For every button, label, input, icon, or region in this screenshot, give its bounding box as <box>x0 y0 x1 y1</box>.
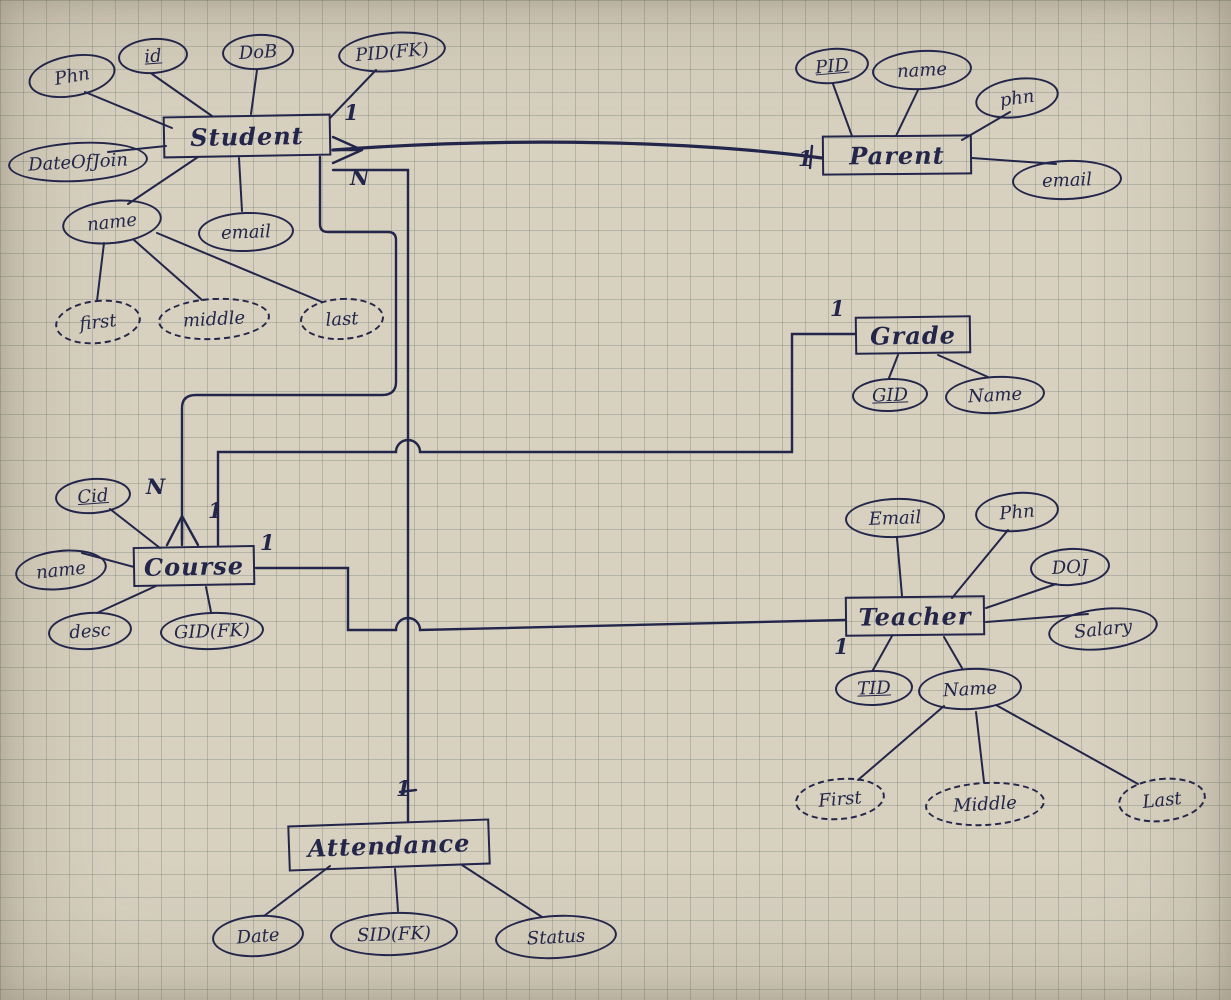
relation-student-attendance <box>331 168 410 824</box>
attribute-student-dateofjoin: DateOfJoin <box>7 138 149 186</box>
attribute-course-desc: desc <box>46 609 134 653</box>
attribute-teacher-middle: Middle <box>923 778 1047 830</box>
link-teacher-phn <box>951 529 1009 599</box>
attribute-attendance-status: Status <box>493 911 619 963</box>
link-attendance-status <box>461 864 543 918</box>
attribute-teacher-first: First <box>793 774 887 824</box>
crowfoot-student <box>331 135 364 165</box>
attribute-student-dob: DoB <box>221 32 295 72</box>
attribute-student-email: email <box>197 210 295 254</box>
link-grade-name <box>937 354 989 378</box>
cardinality-course-many: N <box>146 474 166 499</box>
link-teacher-name <box>943 636 963 669</box>
cardinality-course-grade-one: 1 <box>208 498 223 523</box>
relation-student-parent <box>331 140 824 160</box>
link-teacher-tid <box>872 635 893 671</box>
attribute-teacher-email: Email <box>844 496 946 540</box>
attribute-teacher-last: Last <box>1115 773 1209 827</box>
cardinality-student-many: N <box>350 165 370 190</box>
entity-parent: Parent <box>821 134 973 176</box>
cardinality-student-parent-one: 1 <box>344 100 359 125</box>
link-student-phn <box>84 91 173 129</box>
attribute-parent-email: email <box>1011 158 1123 202</box>
link-parent-name <box>895 89 919 137</box>
attribute-grade-gid: GID <box>851 376 929 414</box>
attribute-student-middle: middle <box>156 295 272 343</box>
attribute-student-name: name <box>59 194 165 250</box>
attribute-student-phn: Phn <box>25 47 119 105</box>
cardinality-teacher-one: 1 <box>834 634 849 659</box>
attribute-student-last: last <box>298 295 386 343</box>
attribute-student-first: first <box>52 295 144 349</box>
attribute-teacher-phn: Phn <box>973 488 1061 536</box>
link-tname-last <box>995 704 1139 785</box>
link-teacher-doj <box>985 583 1057 609</box>
link-student-id <box>151 73 213 117</box>
relation-grade-course <box>216 332 857 547</box>
link-course-cid <box>109 508 161 549</box>
cardinality-attendance-one: 1 <box>396 776 411 801</box>
relation-course-teacher <box>254 566 847 632</box>
attribute-student-pidfk: PID(FK) <box>336 27 448 77</box>
link-name-middle <box>133 239 203 301</box>
attribute-teacher-tid: TID <box>834 668 914 708</box>
cardinality-parent-one: 1 <box>798 146 813 171</box>
link-teacher-email <box>896 537 903 597</box>
attribute-teacher-name: Name <box>916 665 1024 713</box>
link-course-gidfk <box>205 586 212 613</box>
entity-attendance: Attendance <box>287 818 491 872</box>
link-tname-first <box>857 705 945 781</box>
attribute-teacher-salary: Salary <box>1046 602 1160 656</box>
entity-grade: Grade <box>854 315 972 355</box>
attribute-course-gidfk: GID(FK) <box>159 610 265 652</box>
attribute-parent-phn: phn <box>972 72 1062 124</box>
link-parent-pid <box>832 83 853 137</box>
attribute-parent-name: name <box>871 47 973 93</box>
link-student-email <box>238 157 243 212</box>
link-grade-gid <box>888 354 899 379</box>
link-name-first <box>96 242 105 302</box>
cardinality-grade-one: 1 <box>830 296 845 321</box>
link-course-desc <box>96 585 157 614</box>
attribute-teacher-doj: DOJ <box>1029 545 1111 589</box>
attribute-attendance-sidfk: SID(FK) <box>329 909 459 959</box>
link-attendance-date <box>263 865 331 917</box>
crowfoot-course <box>165 514 200 547</box>
attribute-course-name: name <box>13 545 109 595</box>
attribute-course-cid: Cid <box>53 475 133 517</box>
relation-student-course <box>180 155 398 542</box>
cardinality-course-teacher-one: 1 <box>260 530 275 555</box>
entity-teacher: Teacher <box>844 595 986 637</box>
entity-course: Course <box>132 544 256 588</box>
attribute-attendance-date: Date <box>210 911 306 961</box>
attribute-parent-pid: PID <box>793 44 871 88</box>
link-student-dob <box>250 69 258 115</box>
link-attendance-sidfk <box>394 868 399 912</box>
attribute-student-id: id <box>116 35 190 77</box>
entity-student: Student <box>162 113 332 159</box>
attribute-grade-name: Name <box>944 373 1046 417</box>
link-tname-middle <box>975 711 985 783</box>
